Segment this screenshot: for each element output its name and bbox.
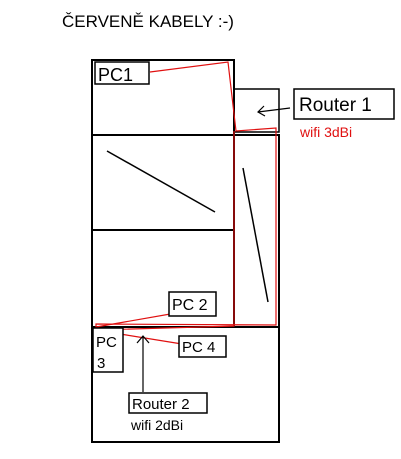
pc1-text: PC1 [98, 65, 133, 85]
router2-text: Router 2 [132, 396, 190, 413]
diagram-title: ČERVENĚ KABELY :-) [62, 12, 234, 31]
pc2-text: PC 2 [172, 297, 208, 314]
pc3-label: PC 3 [92, 327, 124, 373]
cable-to-pc2 [95, 312, 177, 328]
pc3-text-line2: 3 [97, 355, 105, 372]
arrow-router1 [257, 105, 291, 117]
diagonal-mark-middle [106, 150, 216, 213]
corridor-right [233, 134, 280, 328]
pc4-text: PC 4 [182, 339, 215, 356]
pc3-text-line1: PC [96, 334, 117, 351]
pc1-label: PC1 [94, 61, 150, 85]
arrow-router2 [136, 335, 150, 392]
cable-pc1-to-router1 [95, 61, 277, 331]
router2-label: Router 2 [128, 392, 208, 414]
router2-wifi-text: wifi 2dBi [130, 417, 183, 433]
pc2-label: PC 2 [168, 291, 217, 317]
diagonal-mark-corridor [242, 167, 269, 303]
building-outline [91, 59, 280, 443]
router1-wifi-text: wifi 3dBi [299, 124, 352, 140]
router1-text: Router 1 [299, 95, 372, 116]
pc4-label: PC 4 [178, 335, 227, 358]
router1-label: Router 1 [293, 88, 395, 120]
